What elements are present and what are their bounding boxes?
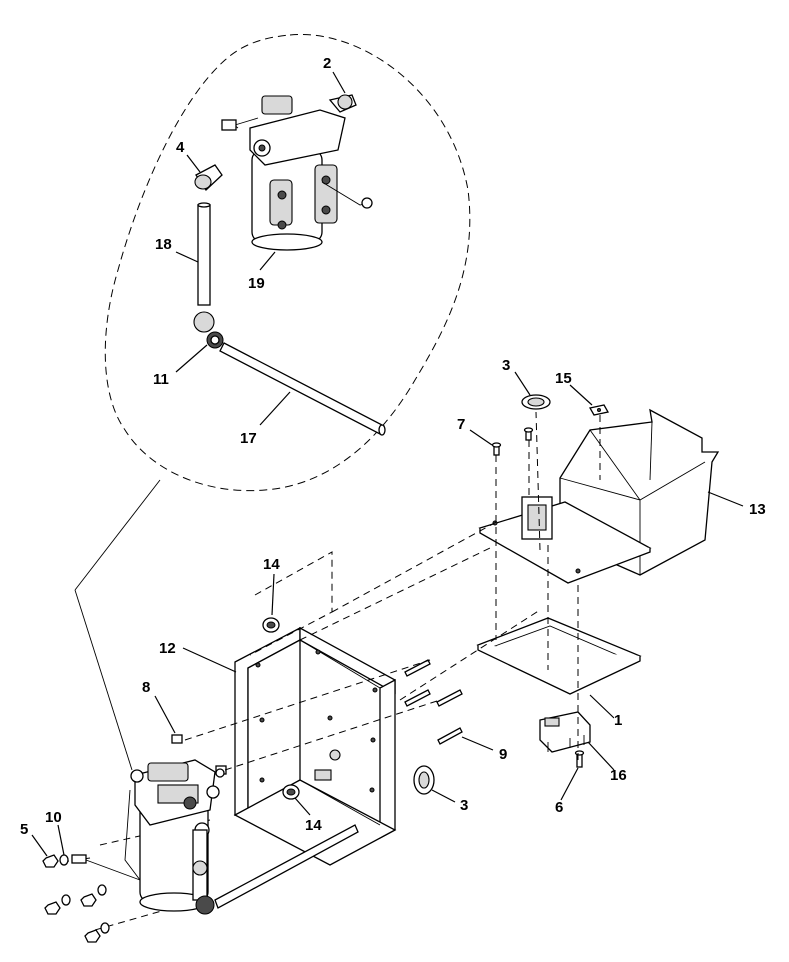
grommet-14-top — [262, 617, 280, 633]
screws-7 — [491, 427, 534, 456]
tube-17 — [219, 342, 386, 436]
callout-15: 15 — [555, 370, 572, 387]
callout-9: 9 — [499, 746, 507, 763]
pump-assembly-main — [71, 759, 359, 915]
callout-12: 12 — [159, 640, 176, 657]
callout-3-bottom: 3 — [460, 797, 468, 814]
grommet-14-bottom — [282, 784, 300, 800]
callout-17: 17 — [240, 430, 257, 447]
screws-9 — [404, 659, 463, 745]
callout-3-top: 3 — [502, 357, 510, 374]
callout-13: 13 — [749, 501, 766, 518]
callout-18: 18 — [155, 236, 172, 253]
mounting-plate — [478, 496, 652, 584]
callout-1: 1 — [614, 712, 622, 729]
callout-10: 10 — [45, 809, 62, 826]
callouts: 2 4 18 19 11 17 3 15 7 13 14 12 8 1 9 16… — [20, 55, 766, 838]
detail-leader-left — [74, 479, 161, 591]
grommet-3-top — [521, 394, 551, 410]
grommet-3-bottom — [413, 765, 435, 795]
elbow-fitting-4 — [194, 164, 223, 191]
screw-6 — [574, 750, 585, 768]
callout-7: 7 — [457, 416, 465, 433]
elbow-fitting-2 — [328, 94, 357, 113]
tray-1 — [476, 617, 642, 695]
leader-lines — [31, 71, 744, 857]
detail-leader-left2 — [74, 589, 133, 771]
callout-4: 4 — [176, 139, 185, 156]
callout-14-bottom: 14 — [305, 817, 322, 834]
tube-18 — [197, 202, 211, 306]
callout-16: 16 — [610, 767, 627, 784]
frame-12 — [233, 626, 397, 866]
callout-6: 6 — [555, 799, 563, 816]
pump-detail — [221, 95, 373, 251]
callout-5: 5 — [20, 821, 28, 838]
callout-19: 19 — [248, 275, 265, 292]
callout-8: 8 — [142, 679, 150, 696]
callout-11: 11 — [153, 371, 169, 388]
clip-15 — [588, 404, 610, 416]
detail-bubble — [104, 33, 471, 492]
terminal-block-16 — [539, 711, 591, 753]
nuts-washers — [42, 854, 110, 943]
alignment-lines — [61, 411, 601, 931]
callout-14-top: 14 — [263, 556, 280, 573]
elbow-fitting-11 — [193, 311, 224, 349]
callout-2: 2 — [323, 55, 331, 72]
